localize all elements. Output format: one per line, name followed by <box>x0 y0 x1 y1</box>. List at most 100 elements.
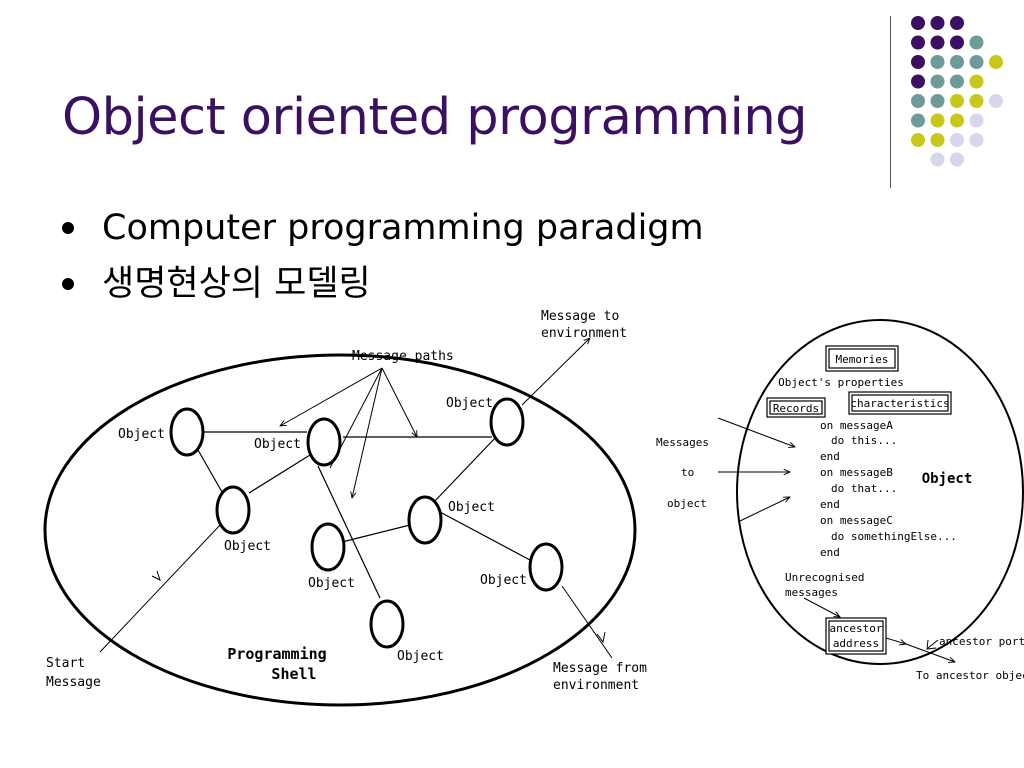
properties-label: Object's properties <box>778 376 904 389</box>
messages-label: Messages <box>656 436 709 449</box>
decorative-dot <box>930 55 945 69</box>
messages-label: to <box>681 466 694 479</box>
decorative-dot <box>989 94 1003 108</box>
decorative-dot <box>950 94 964 108</box>
object-label: Object <box>397 649 444 664</box>
object-node <box>215 485 251 535</box>
bullet-item: Computer programming paradigm <box>62 205 704 261</box>
object-node <box>306 417 342 467</box>
object-node <box>407 495 443 545</box>
decorative-dot <box>911 113 925 128</box>
code-line: end <box>820 498 840 511</box>
memories-box <box>825 345 899 372</box>
decorative-dot <box>911 35 925 50</box>
characteristics-box-inner <box>851 394 949 412</box>
decorative-dot <box>969 94 984 108</box>
records-box-inner <box>769 400 823 415</box>
message-to-env-arrow <box>521 338 590 406</box>
decorative-dot <box>969 113 984 128</box>
code-line: end <box>820 450 840 463</box>
decorative-dot <box>950 152 964 167</box>
code-line: do somethingElse... <box>831 530 957 543</box>
bullet-dot-icon <box>62 222 74 234</box>
unrecognised-label: Unrecognised <box>785 571 864 584</box>
decorative-dot <box>950 16 964 30</box>
code-line: end <box>820 546 840 559</box>
unrecognised-label: messages <box>785 586 838 599</box>
shell-objects <box>169 397 564 649</box>
to-ancestor-label: To ancestor object <box>916 669 1024 682</box>
decorative-dot <box>930 113 945 128</box>
decorative-dot <box>950 133 964 147</box>
object-node <box>489 397 525 447</box>
decorative-dot <box>911 133 925 147</box>
object-detail: Memories Object's properties Records cha… <box>656 319 1024 682</box>
object-label: Object <box>308 576 355 591</box>
decorative-dot <box>930 35 945 50</box>
records-label: Records <box>773 402 819 415</box>
decorative-dot <box>911 74 925 89</box>
programming-shell-label: Programming <box>227 645 326 663</box>
ancestor-address-label: ancestor <box>830 622 883 635</box>
ancestor-address-box-inner <box>828 620 884 652</box>
message-from-env-label: Message from <box>553 661 647 676</box>
code-line: on messageA <box>820 419 893 432</box>
unrecognised-arrow <box>803 597 840 617</box>
decorative-dot <box>911 94 925 108</box>
decorative-dot <box>930 74 945 89</box>
programming-shell-label: Shell <box>271 665 316 683</box>
code-line: do that... <box>831 482 897 495</box>
message-to-env-label: environment <box>541 326 627 341</box>
decorative-dot <box>969 74 984 89</box>
decorative-dot <box>969 133 984 147</box>
decorative-dot <box>969 55 984 69</box>
bullet-item: 생명현상의 모델링 <box>62 261 704 317</box>
object-node <box>169 407 205 457</box>
ancestor-out-arrow <box>885 637 906 644</box>
object-ellipse <box>736 319 1024 665</box>
bullet-dot-icon <box>62 278 74 290</box>
ancestor-address-label: address <box>833 637 879 650</box>
decorative-dot <box>950 74 964 89</box>
decorative-dot <box>930 133 945 147</box>
decorative-dot <box>950 55 964 69</box>
object-label: Object <box>254 437 301 452</box>
bullet-text: 생명현상의 모델링 <box>102 264 371 304</box>
start-message-label: Message <box>46 675 101 690</box>
start-message-label: Start <box>46 656 85 671</box>
decorative-dot <box>930 16 945 30</box>
decorative-dot-grid <box>911 16 1003 167</box>
object-label: Object <box>224 539 271 554</box>
decorative-dot <box>950 113 964 128</box>
programming-shell: Object Object Object Object Object Objec… <box>43 309 647 707</box>
message-arrow <box>739 497 790 522</box>
decorative-dot <box>969 35 984 50</box>
code-line: do this... <box>831 434 897 447</box>
decorative-dot <box>989 55 1003 69</box>
message-from-env-arrow <box>561 585 613 659</box>
bullet-text: Computer programming paradigm <box>102 208 704 248</box>
slide-title: Object oriented programming <box>62 88 808 147</box>
object-node <box>310 522 346 572</box>
decorative-dot <box>911 16 925 30</box>
messages-label: object <box>667 497 707 510</box>
ancestor-portal-arrow <box>927 639 939 649</box>
message-path-arrows <box>280 367 417 498</box>
message-arrow <box>717 417 795 447</box>
object-node <box>528 542 564 592</box>
title-divider <box>890 16 891 188</box>
start-message-arrow <box>99 522 223 653</box>
code-line: on messageC <box>820 514 893 527</box>
message-from-env-label: environment <box>553 678 639 693</box>
memories-label: Memories <box>836 353 889 366</box>
records-box <box>766 397 826 418</box>
object-label: Object <box>480 573 527 588</box>
code-line: on messageB <box>820 466 893 479</box>
decorative-dot <box>930 152 945 167</box>
ancestor-portal-label: ancestor portal <box>939 635 1024 648</box>
ancestor-address-box <box>825 617 887 655</box>
memories-box-inner <box>828 348 896 369</box>
object-node <box>369 599 405 649</box>
decorative-dot <box>911 55 925 69</box>
